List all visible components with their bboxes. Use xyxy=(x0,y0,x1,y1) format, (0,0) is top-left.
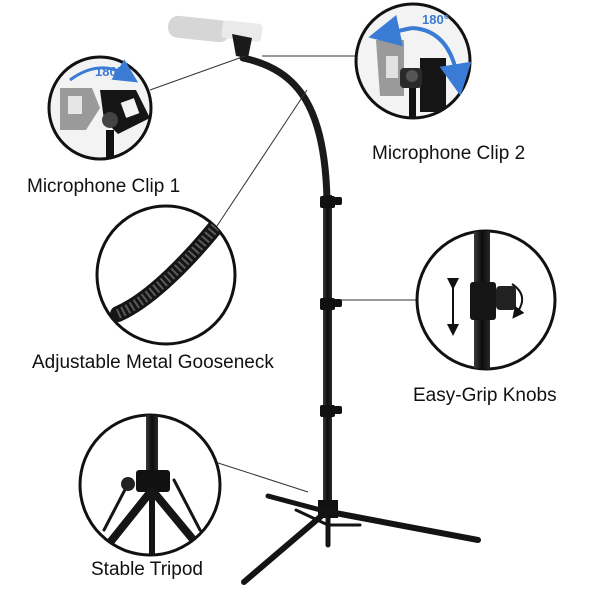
knob-2 xyxy=(320,298,335,310)
callout-knobs xyxy=(415,229,557,371)
knob-3 xyxy=(320,405,335,417)
label-stable-tripod: Stable Tripod xyxy=(91,559,203,580)
callout-clip-2 xyxy=(354,2,472,120)
pole xyxy=(323,195,332,505)
callout-connectors xyxy=(149,55,417,493)
label-gooseneck: Adjustable Metal Gooseneck xyxy=(32,352,274,373)
callout-gooseneck xyxy=(95,204,237,346)
clip-1-rotation-label: 180° xyxy=(95,64,122,79)
knob-1 xyxy=(320,196,335,208)
label-microphone-clip-2: Microphone Clip 2 xyxy=(372,143,526,164)
microphone xyxy=(168,15,263,58)
gooseneck xyxy=(239,54,331,204)
label-microphone-clip-1: Microphone Clip 1 xyxy=(27,176,181,197)
label-easy-grip-knobs: Easy-Grip Knobs xyxy=(413,385,557,406)
callout-tripod xyxy=(78,413,222,557)
callout-clip-1 xyxy=(47,55,153,161)
tripod-base xyxy=(241,493,481,585)
microphone-stand xyxy=(168,15,481,585)
clip-2-rotation-label: 180° xyxy=(422,12,449,27)
